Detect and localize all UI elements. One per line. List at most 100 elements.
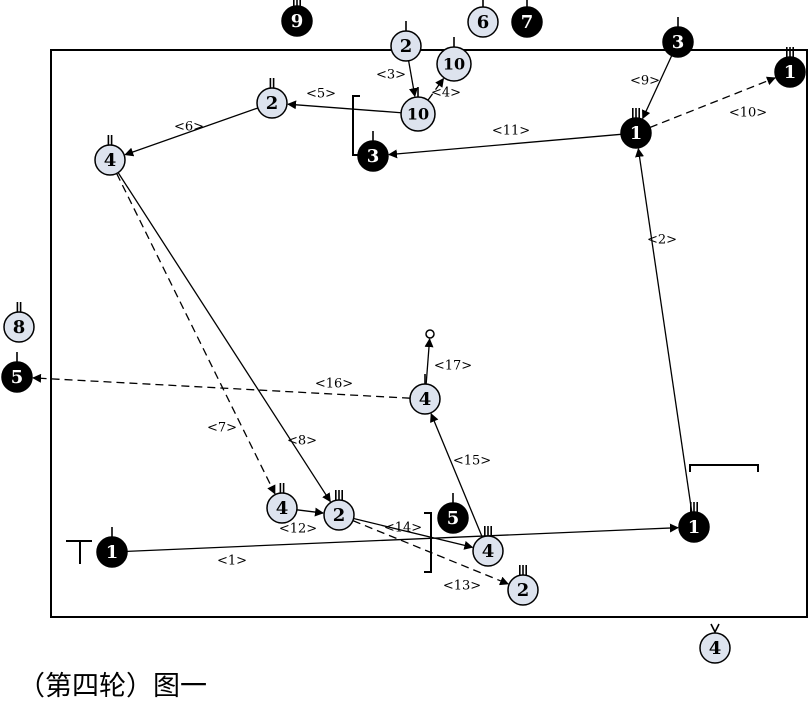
player-number: 6 <box>477 12 490 33</box>
pass-label-14: <14> <box>384 521 422 536</box>
player-marker <box>507 574 539 606</box>
player-marker <box>620 117 652 149</box>
pass-arrow-12 <box>296 507 325 517</box>
pass-labels-layer: <1><2><3><4><5><6><7><8><9><10><11><12><… <box>174 68 767 594</box>
player-number: 1 <box>784 62 797 83</box>
player-marker <box>472 535 504 567</box>
figure-caption: （第四轮）图一 <box>18 671 207 702</box>
player-p10: 10 <box>436 37 472 82</box>
player-p3d: 3 <box>662 17 694 58</box>
pass-arrow-3 <box>407 60 418 98</box>
player-p1m: 1 <box>620 108 652 149</box>
player-p4l: 4 <box>94 135 126 176</box>
player-number: 10 <box>443 55 465 74</box>
pass-arrow-17 <box>424 338 434 385</box>
player-number: 4 <box>709 638 722 659</box>
pass-arrow-14 <box>353 517 474 550</box>
player-number: 2 <box>517 580 530 601</box>
t-marker <box>66 540 92 564</box>
pass-label-7: <7> <box>207 421 237 436</box>
pass-label-17: <17> <box>434 359 472 374</box>
player-p4r: 4 <box>472 526 504 567</box>
pass-arrow-9 <box>642 55 673 120</box>
player-marker <box>699 632 731 664</box>
pass-label-8: <8> <box>287 434 317 449</box>
player-marker <box>409 383 441 415</box>
player-p1br: 1 <box>678 502 710 543</box>
player-number: 2 <box>333 505 346 526</box>
player-p9: 9 <box>281 0 313 37</box>
player-marker <box>400 96 436 132</box>
player-marker <box>323 499 355 531</box>
pass-arrow-10 <box>649 76 776 129</box>
player-p5b: 5 <box>437 493 469 534</box>
player-marker <box>662 26 694 58</box>
player-number: 1 <box>630 123 643 144</box>
pass-label-9: <9> <box>630 74 660 89</box>
player-number: 5 <box>447 508 460 529</box>
player-p3m: 3 <box>357 131 389 172</box>
player-number: 4 <box>482 541 495 562</box>
pass-arrow-4 <box>427 77 445 101</box>
player-p4out: 4 <box>699 623 731 664</box>
pass-arrow-6 <box>124 107 259 157</box>
player-number: 8 <box>13 317 26 338</box>
pass-label-2: <2> <box>647 233 677 248</box>
player-number: 4 <box>104 150 117 171</box>
player-p2t: 2 <box>390 21 422 62</box>
player-p2br: 2 <box>507 565 539 606</box>
player-marker <box>390 30 422 62</box>
player-marker <box>1 361 33 393</box>
player-p2b: 2 <box>323 490 355 531</box>
player-marker <box>96 536 128 568</box>
pass-label-11: <11> <box>492 124 530 139</box>
player-p4c: 4 <box>409 374 441 415</box>
pass-label-15: <15> <box>453 454 491 469</box>
player-marker <box>357 140 389 172</box>
player-number: 7 <box>521 12 534 33</box>
pass-arrow-13 <box>352 520 510 586</box>
pass-arrow-16 <box>32 373 411 399</box>
player-number: 4 <box>419 389 432 410</box>
player-p10b: 10 <box>400 87 436 132</box>
court-boundary <box>50 49 808 618</box>
player-marker <box>511 6 543 38</box>
player-number: 3 <box>367 146 380 167</box>
player-number: 5 <box>11 367 24 388</box>
bracket-top-left <box>352 95 360 156</box>
players-layer: 9 6 7 2 10 10 3 1 2 4 1 3 8 5 4 4 2 5 4 2 1 1 4 <box>1 0 806 664</box>
player-number: 9 <box>291 11 304 32</box>
player-number: 3 <box>672 32 685 53</box>
player-marker <box>94 144 126 176</box>
player-number: 1 <box>106 542 119 563</box>
player-marker <box>3 311 35 343</box>
player-p7t: 7 <box>511 0 543 38</box>
player-number: 1 <box>688 517 701 538</box>
player-p5l: 5 <box>1 352 33 393</box>
pass-arrow-7 <box>116 173 276 495</box>
player-number: 10 <box>407 105 429 124</box>
pass-arrow-15 <box>430 412 483 538</box>
pass-arrow-5 <box>287 100 402 114</box>
player-p2l: 2 <box>256 78 288 119</box>
bracket-right <box>689 464 759 472</box>
pass-label-13: <13> <box>443 579 481 594</box>
pass-arrow-8 <box>117 172 331 503</box>
player-number: 4 <box>276 498 289 519</box>
player-marker <box>436 46 472 82</box>
pass-label-10: <10> <box>729 106 767 121</box>
pass-label-12: <12> <box>279 522 317 537</box>
player-p6t: 6 <box>467 0 499 38</box>
player-number: 2 <box>400 36 413 57</box>
player-marker <box>256 87 288 119</box>
player-marker <box>774 56 806 88</box>
pass-arrow-2 <box>635 147 693 513</box>
pass-label-6: <6> <box>174 120 204 135</box>
player-p4b: 4 <box>266 483 298 524</box>
ball-marker <box>425 329 435 339</box>
pass-label-5: <5> <box>306 87 336 102</box>
player-marker <box>678 511 710 543</box>
player-p1bl: 1 <box>96 527 128 568</box>
pass-arrow-11 <box>388 133 622 159</box>
